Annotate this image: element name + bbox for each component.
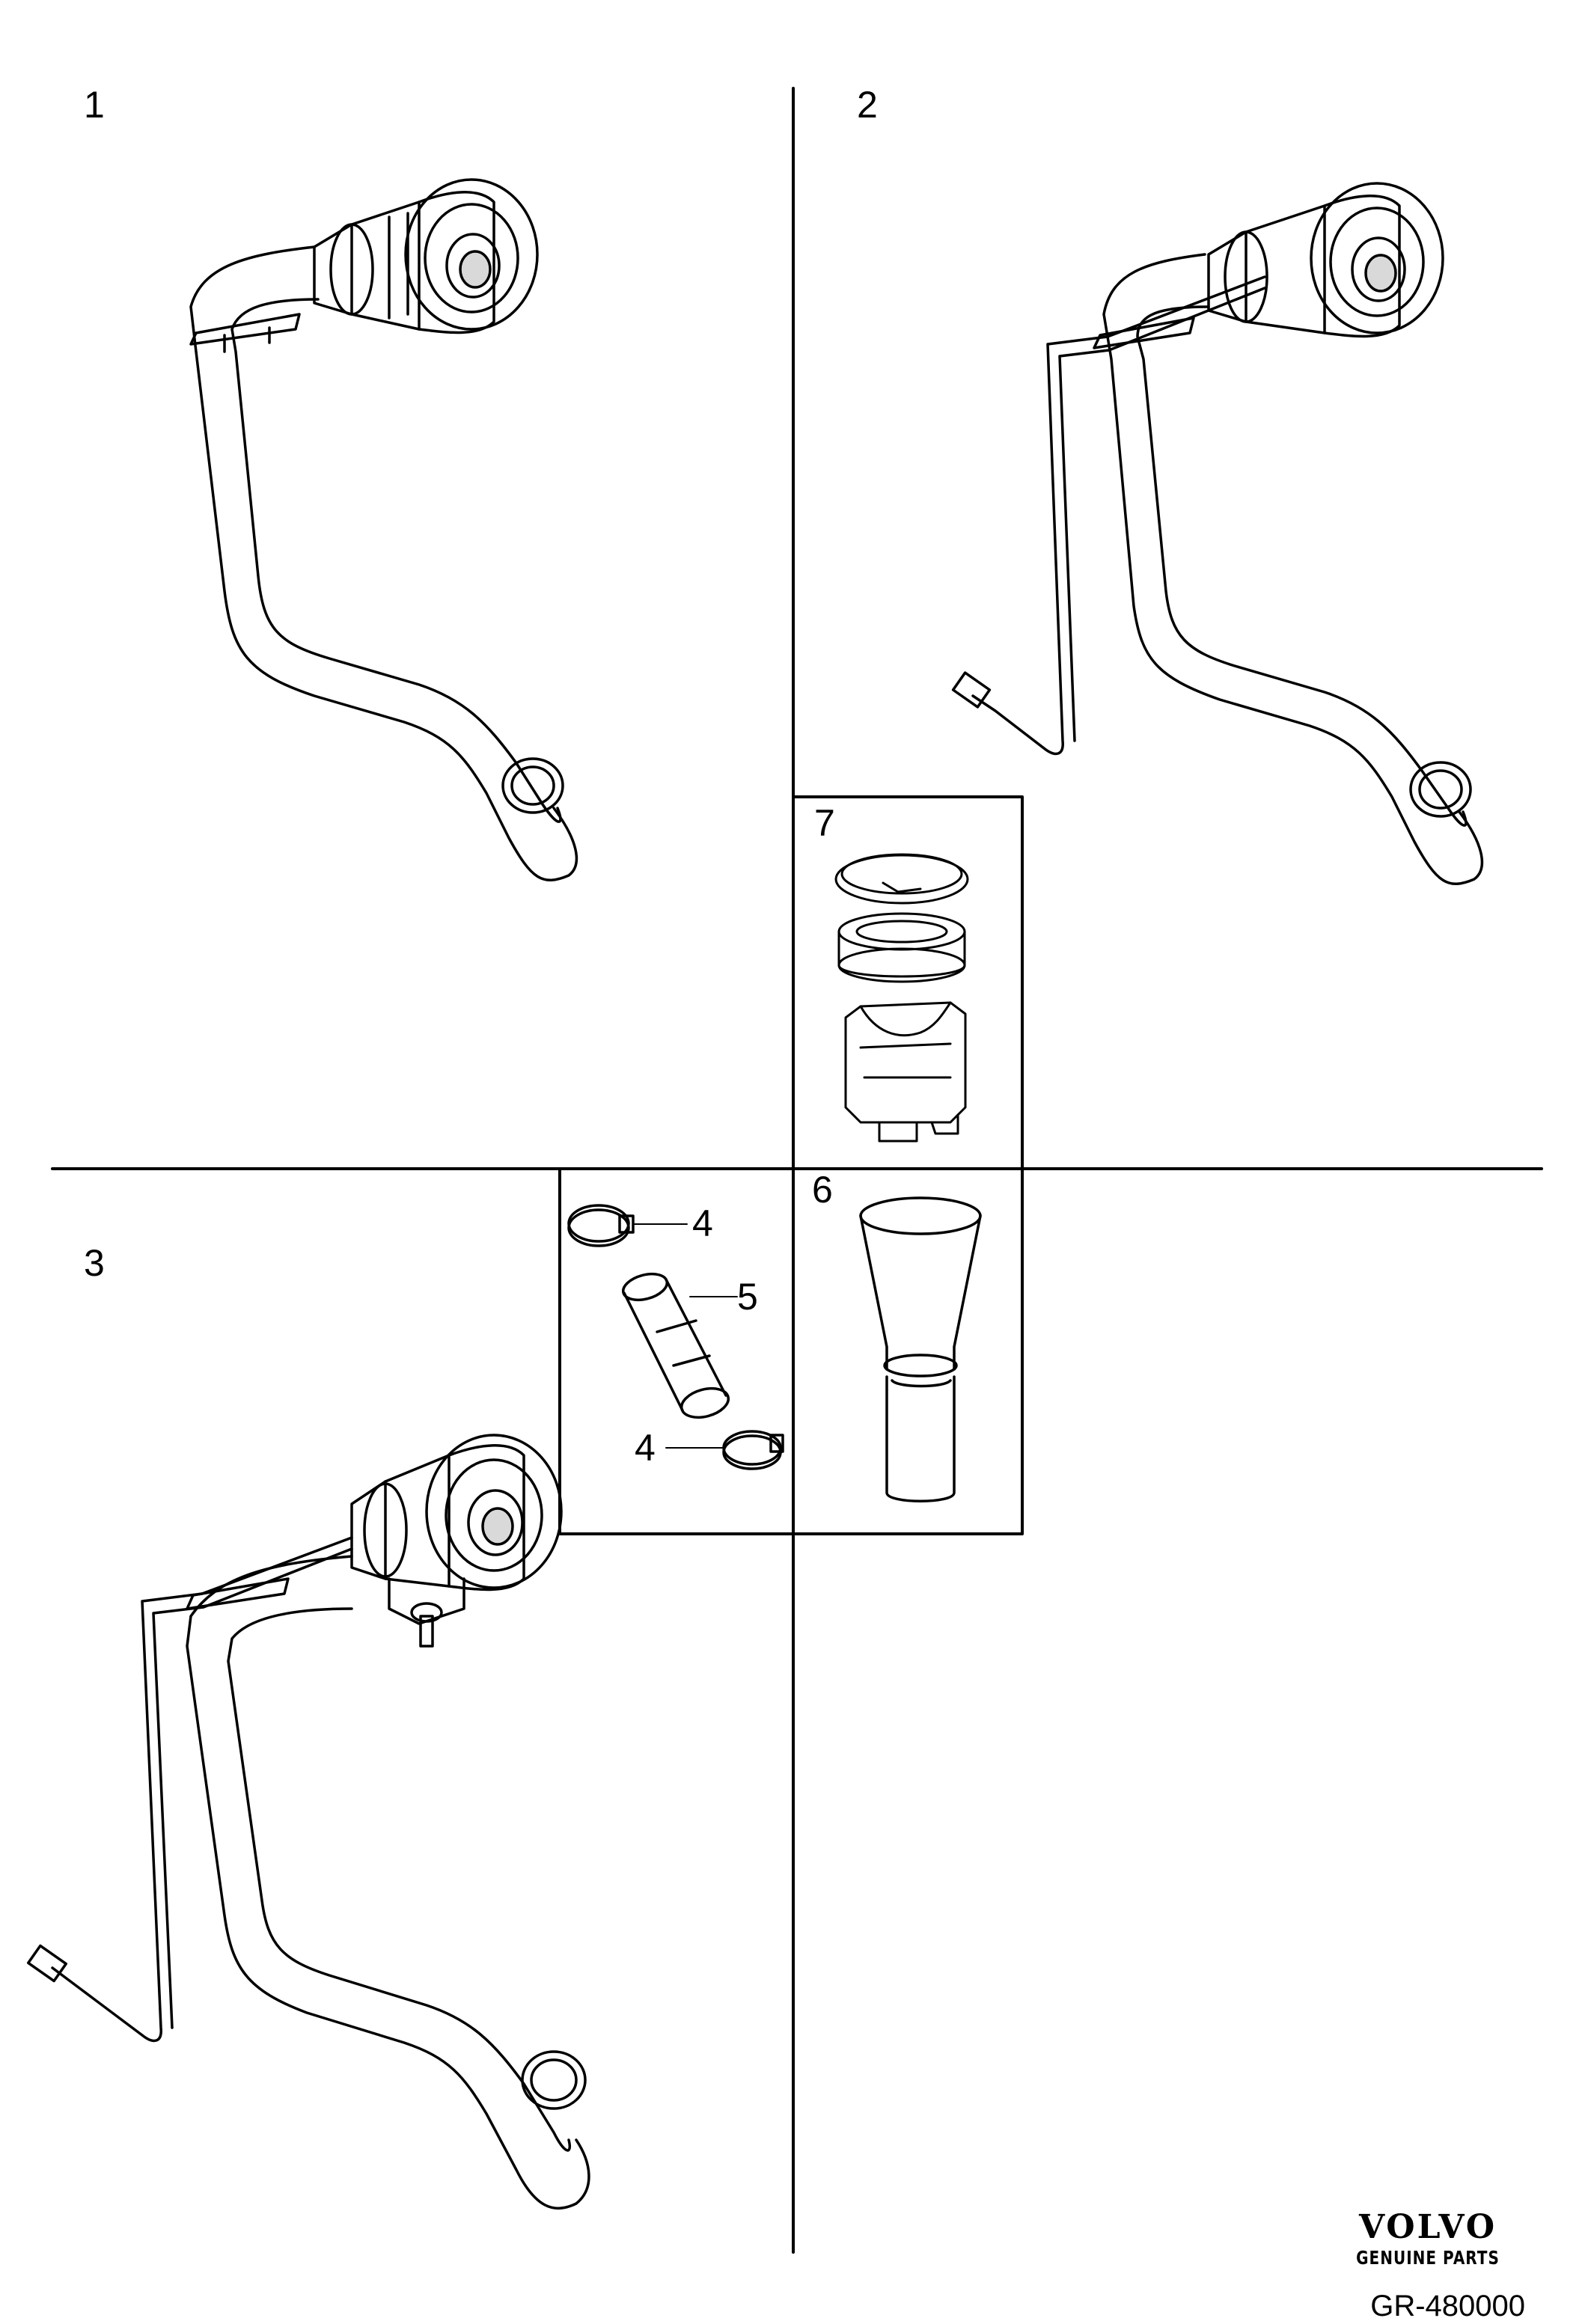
callout-hose: 5 <box>737 1276 758 1318</box>
callout-clamp-top: 4 <box>692 1202 713 1244</box>
callout-funnel: 6 <box>812 1169 833 1211</box>
brand-name: VOLVO <box>1358 2208 1497 2246</box>
brand-logo: VOLVO GENUINE PARTS <box>1331 2208 1525 2269</box>
callout-panel-3: 3 <box>84 1242 105 1284</box>
callout-panel-2: 2 <box>857 84 878 126</box>
callout-clamp-bottom: 4 <box>635 1427 656 1469</box>
hose-clamp-bottom <box>665 1430 784 1470</box>
insert-kit-7 <box>834 853 969 1143</box>
hose-5 <box>621 1272 738 1419</box>
hose-clamp-top <box>567 1204 688 1247</box>
reference-code: GR-480000 <box>1370 2290 1525 2323</box>
callout-insert-kit: 7 <box>814 802 835 844</box>
filler-pipe-3 <box>27 1434 590 2210</box>
filler-pipe-1 <box>189 178 578 882</box>
brand-tagline: GENUINE PARTS <box>1356 2246 1500 2269</box>
filler-pipe-2 <box>951 182 1484 886</box>
callout-panel-1: 1 <box>84 84 105 126</box>
funnel-6 <box>859 1196 982 1502</box>
detail-frames <box>558 795 1024 1535</box>
